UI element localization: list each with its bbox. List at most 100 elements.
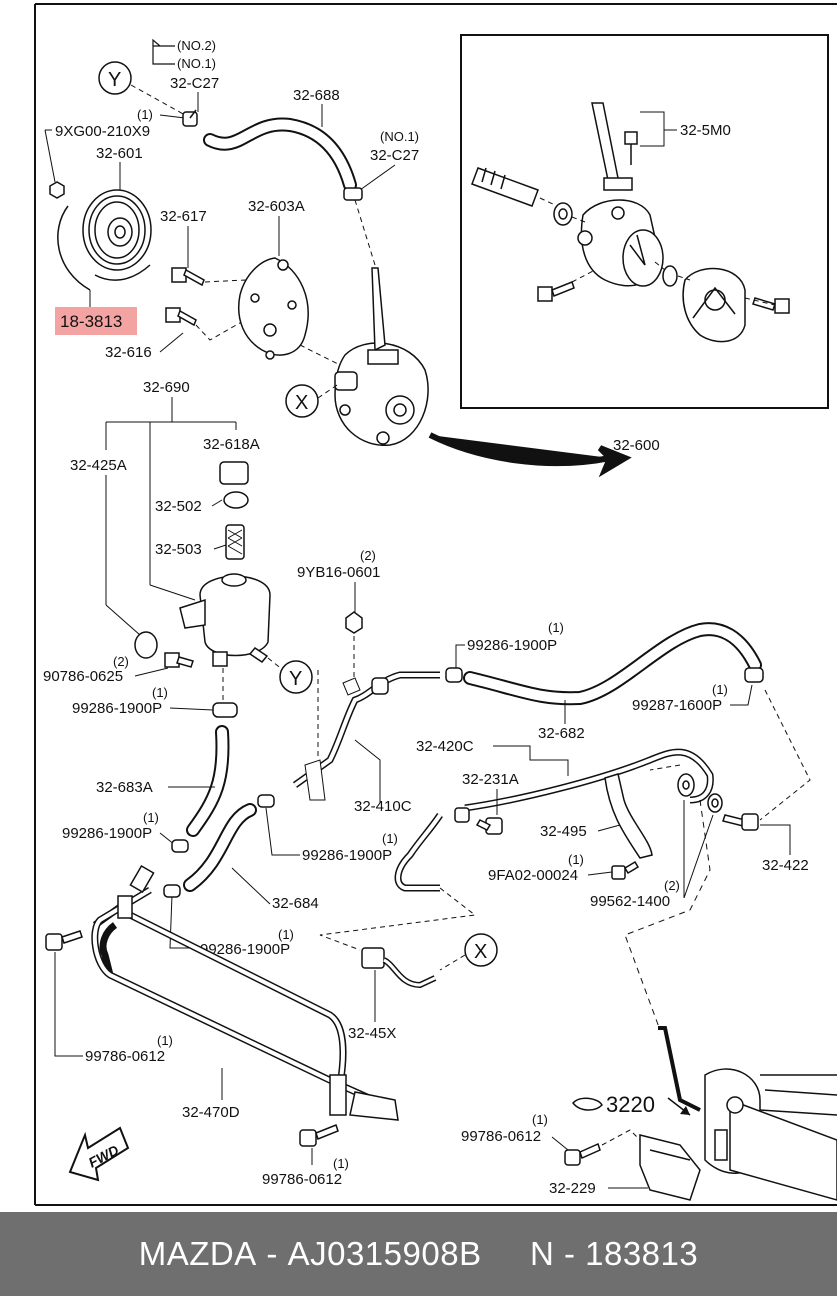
x-marker-b-label: X: [474, 941, 487, 963]
nut-9fa02-00024: [611, 860, 640, 880]
label-bolt-231a: 32-231A: [462, 771, 519, 788]
bolt-99786-0612-c: [564, 1142, 601, 1166]
label-pulley-601: 32-601: [96, 145, 143, 162]
pulley-32-601: [57, 189, 152, 291]
label-no1-b: (NO.1): [380, 129, 419, 144]
label-no2: (NO.2): [177, 38, 216, 53]
fwd-arrow-icon: FWD: [68, 1126, 130, 1182]
label-clamp-99286-c: 99286-1900P: [62, 825, 152, 842]
label-clamp-99286-d: 99286-1900P: [302, 847, 392, 864]
label-ref-3220: 3220: [606, 1092, 655, 1117]
label-clamp-99286-e: 99286-1900P: [200, 941, 290, 958]
bolt-90786-0625: [134, 631, 194, 668]
washers-99562-1400: [677, 773, 723, 813]
reservoir-32-690: [179, 573, 271, 667]
steering-rack: [658, 1026, 837, 1201]
hand-pointer-icon: [572, 1097, 603, 1111]
label-qty1-d: (1): [712, 682, 728, 697]
pump-assembly: [334, 267, 429, 446]
bolt-32-422: [722, 813, 759, 831]
label-ring-502: 32-502: [155, 498, 202, 515]
label-reservoir-690: 32-690: [143, 379, 190, 396]
label-qty1-i: (1): [157, 1033, 173, 1048]
label-bolt-422: 32-422: [762, 857, 809, 874]
label-no1: (NO.1): [177, 56, 216, 71]
bolt-99786-0612-b: [299, 1124, 339, 1147]
bracket-32-603a: [238, 257, 309, 360]
clamp-99286-d: [257, 794, 275, 808]
label-qty1-b: (1): [152, 685, 168, 700]
pump-exploded-inset: [460, 34, 829, 409]
label-nut-9yb: 9YB16-0601: [297, 564, 380, 581]
footer-code: 183813: [585, 1235, 699, 1272]
label-washer-99562: 99562-1400: [590, 893, 670, 910]
y-marker-label: Y: [108, 69, 121, 91]
clamp-99287-1600p: [744, 667, 764, 683]
footer-sep1: -: [256, 1235, 288, 1272]
label-bracket-425a: 32-425A: [70, 457, 127, 474]
hose-32-688: [203, 117, 357, 192]
clamp-99286-a: [212, 702, 238, 718]
cap-32-618a: [219, 461, 249, 485]
clamp-99286-e: [163, 884, 181, 898]
y-marker-circle: [98, 61, 132, 95]
label-bracket-495: 32-495: [540, 823, 587, 840]
label-qty2-c: (2): [664, 878, 680, 893]
label-c27-b: 32-C27: [370, 147, 419, 164]
no-arrow-bracket: [152, 38, 175, 65]
label-hose-684: 32-684: [272, 895, 319, 912]
y-marker-b-label: Y: [289, 668, 302, 690]
nut-9yb16: [345, 611, 363, 634]
highlight-box: [55, 307, 137, 335]
y-marker-b-circle: [279, 660, 313, 694]
label-pipe-410c: 32-410C: [354, 798, 412, 815]
footer-sep2: -: [554, 1235, 586, 1272]
label-qty1-k: (1): [532, 1112, 548, 1127]
label-bolt-99786-c: 99786-0612: [461, 1128, 541, 1145]
label-bolt-99786-a: 99786-0612: [85, 1048, 165, 1065]
label-pump-600: 32-600: [613, 437, 660, 454]
label-filter-503: 32-503: [155, 541, 202, 558]
label-clamp-99286-b: 99286-1900P: [467, 637, 557, 654]
label-hose-682: 32-682: [538, 725, 585, 742]
bolt-99786-0612-a: [45, 930, 83, 951]
label-bolt-9xg: 9XG00-210X9: [55, 123, 150, 140]
label-pipe-45x: 32-45X: [348, 1025, 396, 1042]
bolt-32-231a: [475, 817, 503, 835]
label-qty1-g: (1): [568, 852, 584, 867]
label-bolt-99786-b: 99786-0612: [262, 1171, 342, 1188]
label-hose-688: 32-688: [293, 87, 340, 104]
footer-brand: MAZDA: [138, 1235, 257, 1272]
label-bolt-5m0: 32-5M0: [680, 122, 731, 139]
label-bolt-90786: 90786-0625: [43, 668, 123, 685]
pipe-32-45x: [361, 947, 437, 989]
inset-dashes: [539, 197, 776, 306]
arrow-to-inset: [428, 432, 632, 478]
ring-32-502: [223, 491, 249, 509]
label-pipe-420c: 32-420C: [416, 738, 474, 755]
bolt-32-617: [171, 267, 205, 287]
label-nut-9fa02: 9FA02-00024: [488, 867, 578, 884]
parts-diagram: (NO.2) (NO.1) Y 32-C27 (1) 32-688 (NO.1)…: [34, 3, 837, 1206]
label-clamp-99287: 99287-1600P: [632, 697, 722, 714]
label-qty1-f: (1): [382, 831, 398, 846]
bracket-32-495: [604, 773, 653, 859]
bolt-32-616: [165, 307, 197, 327]
footer-code-prefix: N: [529, 1235, 555, 1272]
label-cap-618a: 32-618A: [203, 436, 260, 453]
footer-part-number: AJ0315908B: [287, 1235, 482, 1272]
x-marker-b-circle: [464, 933, 498, 967]
nut-9xg: [49, 181, 65, 199]
inset-parts: [471, 102, 790, 343]
label-bracket-603a: 32-603A: [248, 198, 305, 215]
x-marker-circle: [285, 384, 319, 418]
label-qty1-h: (1): [278, 927, 294, 942]
label-highlight-18-3813: 18-3813: [60, 312, 122, 331]
label-c27-top: 32-C27: [170, 75, 219, 92]
clamp-99286-c: [171, 839, 189, 853]
label-qty1-c: (1): [548, 620, 564, 635]
clamp-c27-b: [343, 187, 363, 201]
x-marker-label: X: [295, 392, 308, 414]
footer-gap: [482, 1235, 530, 1273]
bracket-32-229: [639, 1134, 701, 1201]
